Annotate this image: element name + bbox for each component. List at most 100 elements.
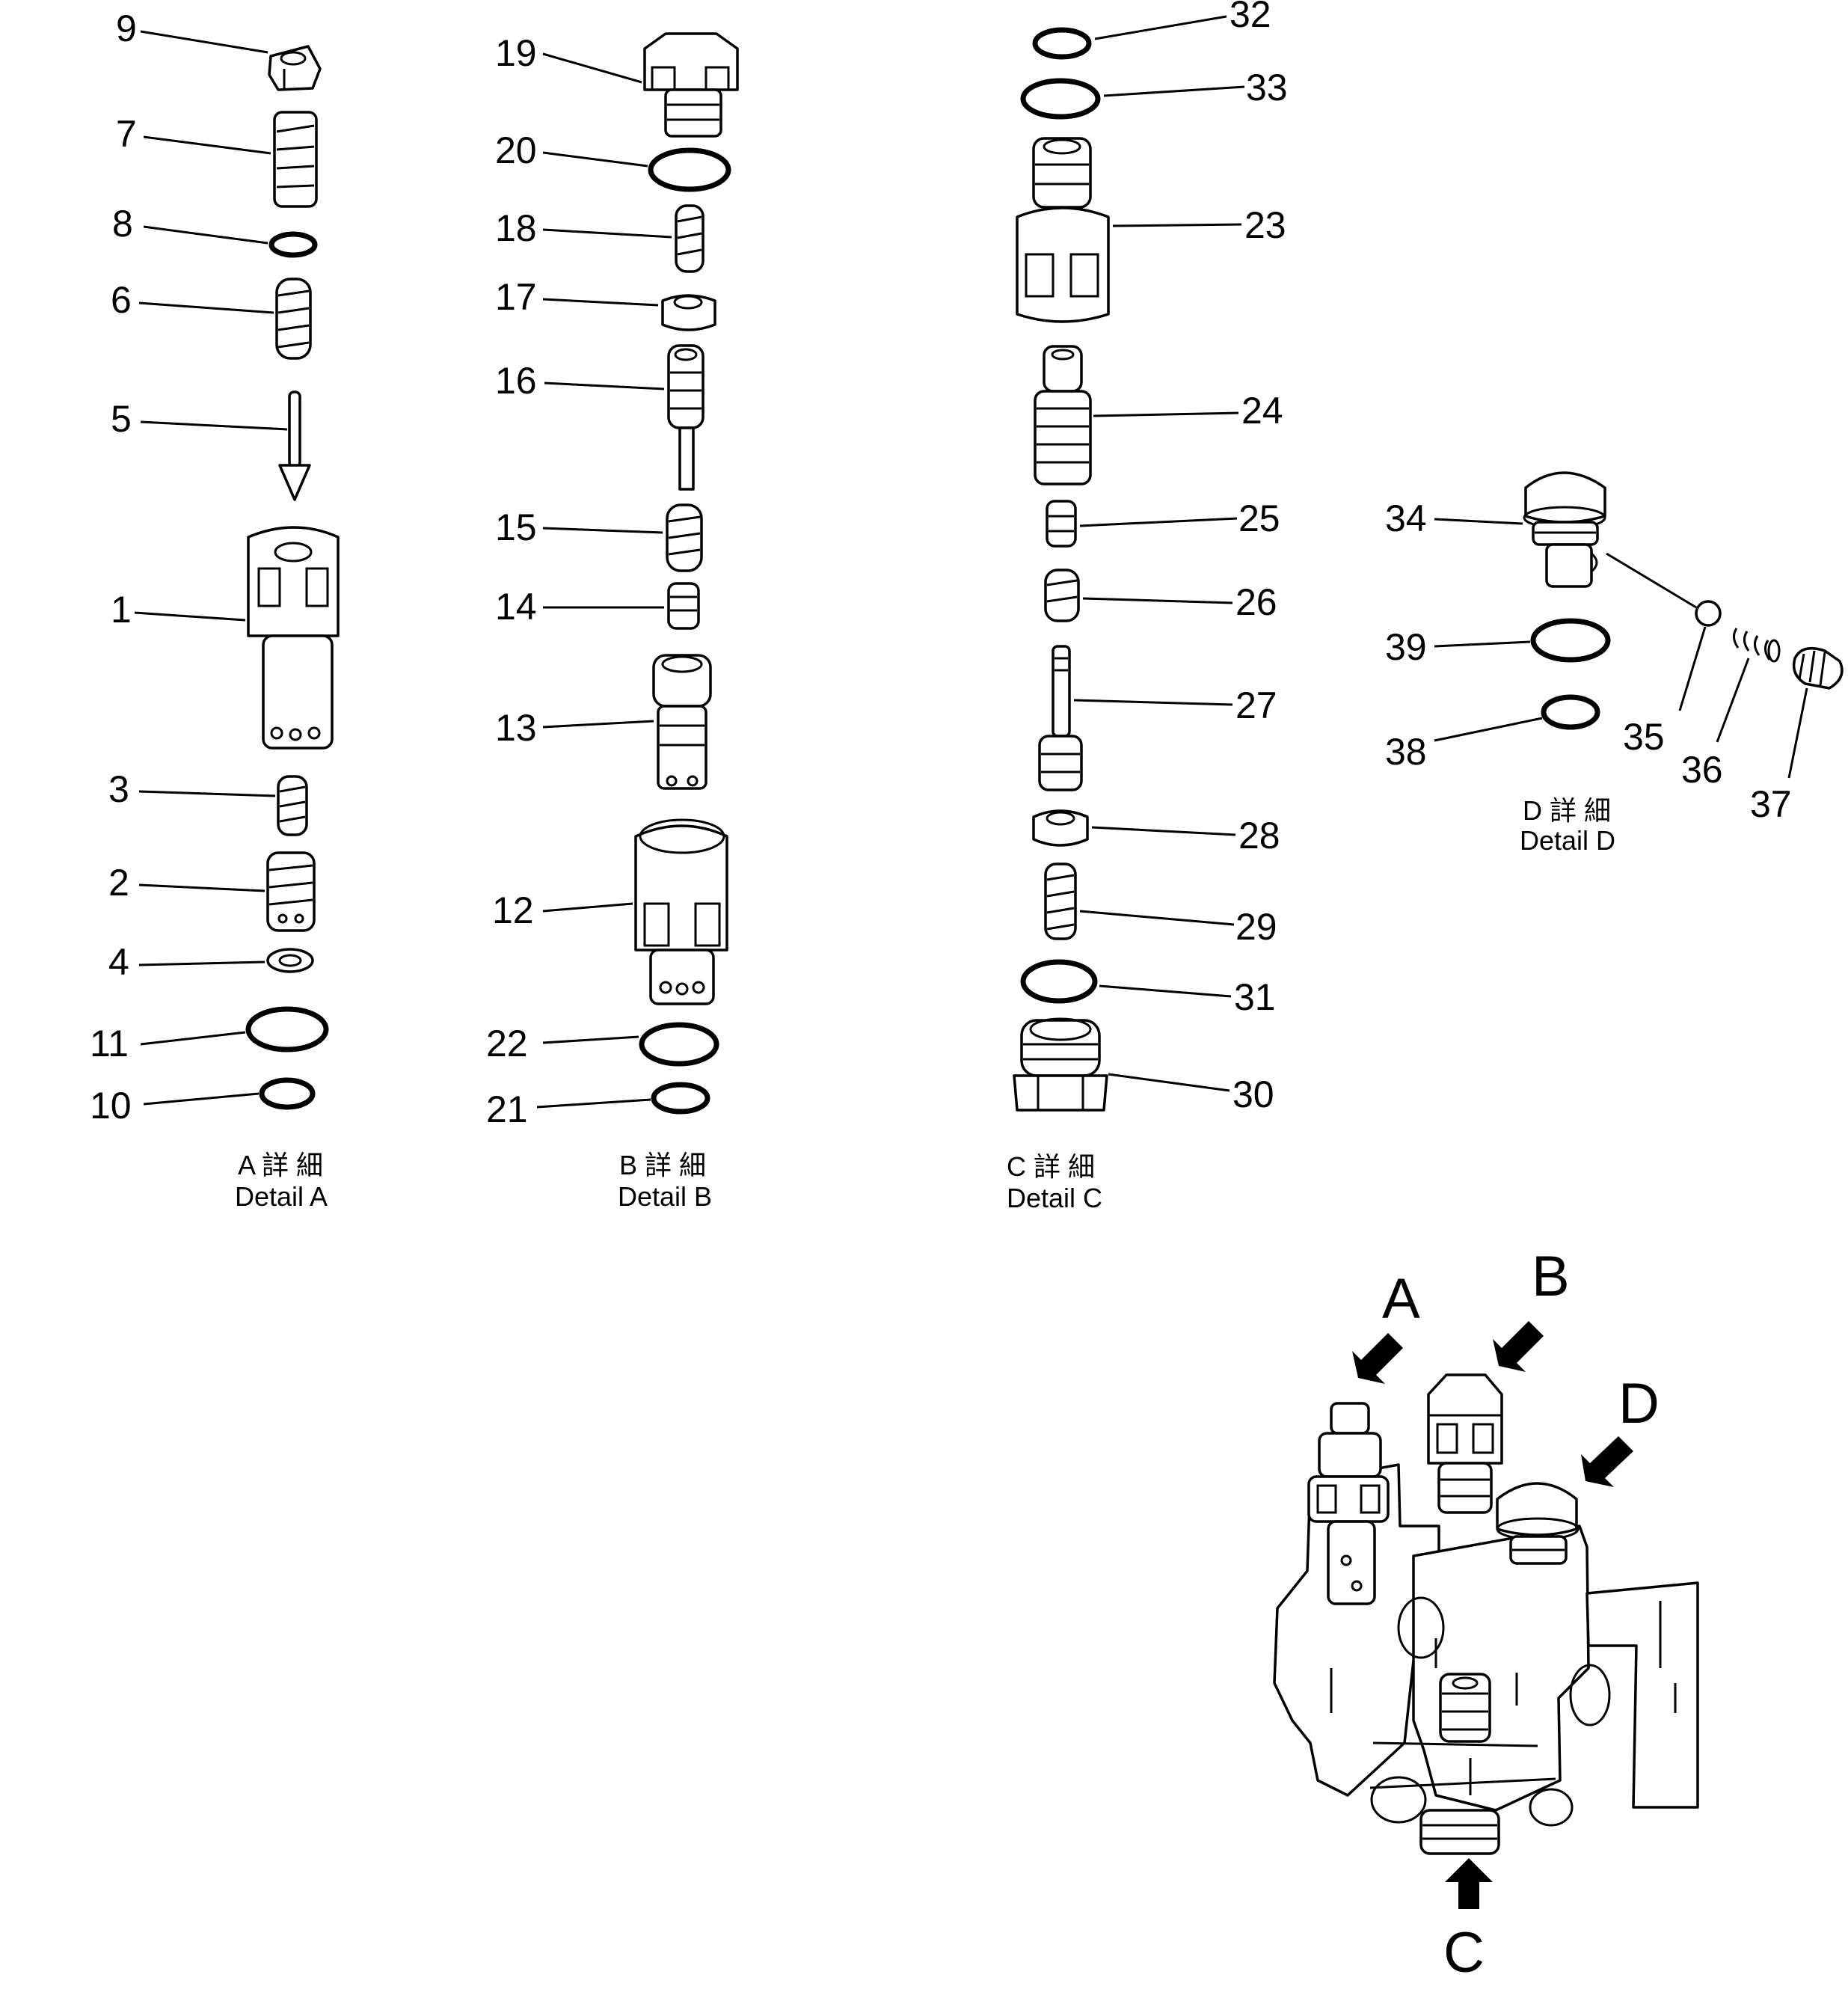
part-2-piston	[266, 851, 316, 932]
callout-15: 15	[495, 506, 537, 548]
detail-b-group: 19 20 18 17 16 15 14 13 12 22 21 B 詳 細 D…	[486, 32, 739, 1212]
callout-2: 2	[108, 862, 129, 904]
callout-6: 6	[111, 279, 132, 321]
callout-20: 20	[495, 129, 537, 171]
arrow-a-icon	[1352, 1333, 1403, 1384]
detail-a-caption-jp: A 詳 細	[238, 1150, 323, 1180]
part-6-spring	[275, 278, 312, 360]
part-36-spring	[1733, 628, 1781, 663]
callout-26: 26	[1235, 581, 1277, 623]
detail-c-group: 32 33 23 24 25 26 27 28 29 31 30 C 詳 細 D…	[1007, 0, 1288, 1213]
arrow-b-icon	[1493, 1321, 1544, 1372]
cartridge-c-installed	[1419, 1673, 1500, 1855]
cartridge-a-installed	[1307, 1402, 1390, 1605]
part-14-poppet	[667, 582, 700, 630]
valve-block	[1273, 1463, 1699, 1827]
callout-22: 22	[486, 1023, 528, 1064]
part-3-spring	[277, 775, 308, 836]
callout-11: 11	[90, 1023, 129, 1064]
callout-36: 36	[1681, 749, 1723, 791]
part-34-plug	[1523, 471, 1606, 588]
callout-17: 17	[495, 276, 537, 318]
part-17-washer	[661, 294, 716, 331]
part-28-washer	[1032, 809, 1089, 847]
part-4-washer	[266, 948, 314, 973]
part-37-set-screw	[1792, 646, 1844, 690]
callout-4: 4	[108, 941, 129, 983]
part-19-plug	[643, 32, 739, 138]
view-letter-a: A	[1382, 1267, 1420, 1331]
part-9-cap-nut	[268, 45, 322, 91]
callout-21: 21	[486, 1088, 528, 1130]
part-21-o-ring	[651, 1082, 710, 1115]
view-letter-b: B	[1532, 1245, 1570, 1308]
part-25-poppet	[1046, 500, 1077, 548]
part-24-sleeve	[1034, 345, 1092, 485]
part-11-o-ring	[245, 1006, 329, 1052]
callout-14: 14	[495, 586, 537, 628]
callout-23: 23	[1244, 204, 1286, 246]
callout-19: 19	[495, 32, 537, 74]
part-5-needle	[278, 390, 311, 501]
callout-18: 18	[495, 207, 537, 249]
callout-33: 33	[1246, 67, 1288, 108]
detail-d-caption-en: Detail D	[1520, 825, 1615, 856]
view-letter-c: C	[1443, 1921, 1485, 1985]
callout-10: 10	[90, 1085, 132, 1127]
callout-34: 34	[1385, 497, 1427, 539]
part-32-o-ring	[1032, 27, 1092, 60]
detail-a-caption-en: Detail A	[235, 1181, 328, 1212]
arrow-c-icon	[1445, 1858, 1493, 1909]
detail-b-caption-en: Detail B	[618, 1181, 712, 1212]
callout-29: 29	[1235, 906, 1277, 948]
callout-9: 9	[116, 7, 137, 49]
view-letter-d: D	[1618, 1372, 1660, 1435]
callout-12: 12	[492, 889, 534, 931]
callout-30: 30	[1232, 1073, 1274, 1115]
detail-a-group: 9 7 8 6 5 1 3 2 4 11 10 A 詳 細 Detail A	[90, 7, 340, 1212]
callout-32: 32	[1230, 0, 1271, 35]
part-20-o-ring	[648, 147, 731, 192]
part-1-valve-body	[247, 526, 340, 750]
part-8-o-ring	[268, 231, 318, 258]
callout-7: 7	[116, 113, 137, 155]
part-29-spring	[1044, 862, 1077, 940]
callout-3: 3	[108, 768, 129, 810]
part-16-spool	[667, 344, 704, 491]
callout-1: 1	[111, 589, 132, 631]
callout-8: 8	[112, 203, 133, 245]
part-27-piston-rod	[1038, 645, 1083, 791]
callout-35: 35	[1623, 716, 1665, 758]
part-7-adjuster	[273, 111, 318, 208]
callout-5: 5	[111, 398, 132, 440]
callout-31: 31	[1234, 976, 1276, 1018]
part-33-o-ring	[1020, 78, 1101, 120]
callout-27: 27	[1235, 684, 1277, 726]
detail-d-caption-jp: D 詳 細	[1523, 795, 1611, 826]
callout-25: 25	[1238, 497, 1280, 539]
cartridge-b-installed	[1427, 1373, 1503, 1514]
detail-d-group: 34 39 38 35 36 37 D 詳 細 Detail D	[1385, 471, 1844, 856]
part-13-piston	[652, 654, 712, 790]
part-30-plug	[1013, 1017, 1108, 1112]
callout-39: 39	[1385, 626, 1427, 668]
callout-37: 37	[1750, 783, 1792, 825]
part-26-spring	[1044, 569, 1080, 622]
detail-b-caption-jp: B 詳 細	[619, 1150, 706, 1180]
part-15-spring	[666, 503, 703, 572]
detail-c-caption-jp: C 詳 細	[1007, 1151, 1095, 1182]
part-35-ball	[1695, 600, 1722, 627]
part-31-o-ring	[1020, 959, 1098, 1004]
part-18-spring	[675, 204, 704, 273]
callout-38: 38	[1385, 731, 1427, 773]
callout-28: 28	[1238, 815, 1280, 857]
plug-d-installed	[1496, 1482, 1580, 1565]
arrow-d-icon	[1581, 1436, 1633, 1487]
detail-c-caption-en: Detail C	[1007, 1183, 1102, 1213]
part-39-o-ring	[1530, 618, 1611, 663]
callout-13: 13	[495, 707, 537, 749]
callout-24: 24	[1241, 390, 1283, 432]
part-22-o-ring	[639, 1022, 719, 1067]
part-12-sleeve	[634, 818, 728, 1005]
